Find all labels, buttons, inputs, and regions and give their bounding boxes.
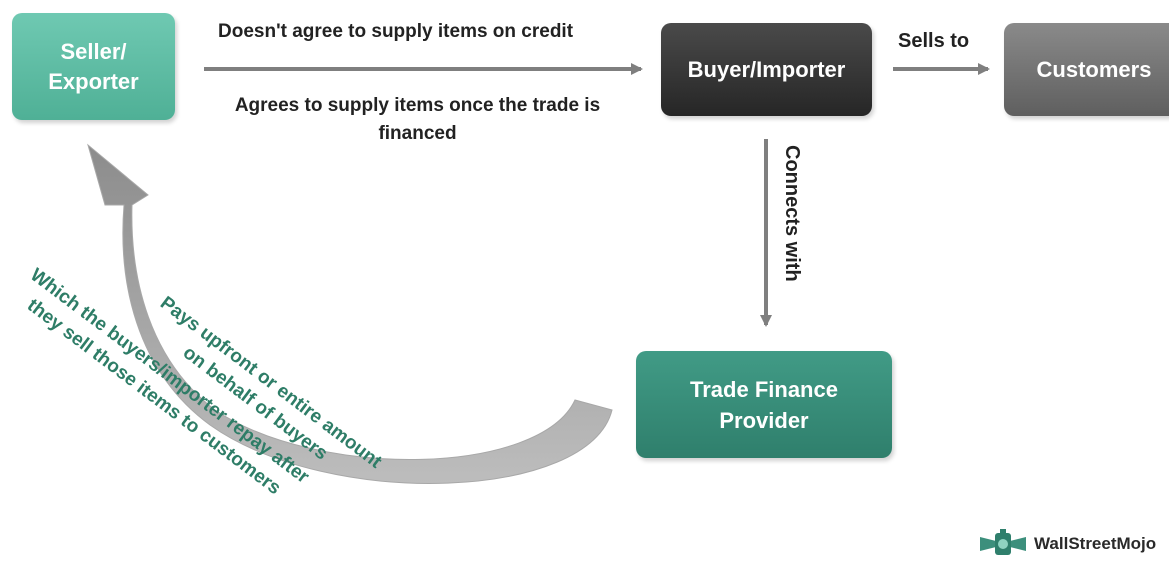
edge-label-sells-to: Sells to: [898, 30, 970, 52]
brand-name: WallStreetMojo: [1034, 534, 1157, 553]
edge-label-no-credit: Doesn't agree to supply items on credit: [218, 21, 574, 42]
trade-finance-provider-node: Trade Finance Provider: [636, 351, 892, 458]
customers-label: Customers: [1036, 56, 1152, 82]
buyer-importer-label: Buyer/Importer: [687, 56, 846, 82]
curved-arrow-provider-to-seller: [87, 143, 613, 484]
brand-emblem-icon: [980, 529, 1026, 555]
seller-exporter-node: Seller/ Exporter: [12, 13, 175, 120]
edge-label-connects-with: Connects with: [781, 145, 803, 282]
trade-finance-provider-label: Trade Finance Provider: [690, 376, 838, 433]
seller-exporter-label: Seller/ Exporter: [48, 38, 139, 94]
customers-node: Customers: [1004, 23, 1169, 116]
edge-label-financed: Agrees to supply items once the trade is…: [234, 95, 601, 144]
buyer-importer-node: Buyer/Importer: [661, 23, 872, 116]
wallstreetmojo-logo: WallStreetMojo: [978, 527, 1169, 561]
